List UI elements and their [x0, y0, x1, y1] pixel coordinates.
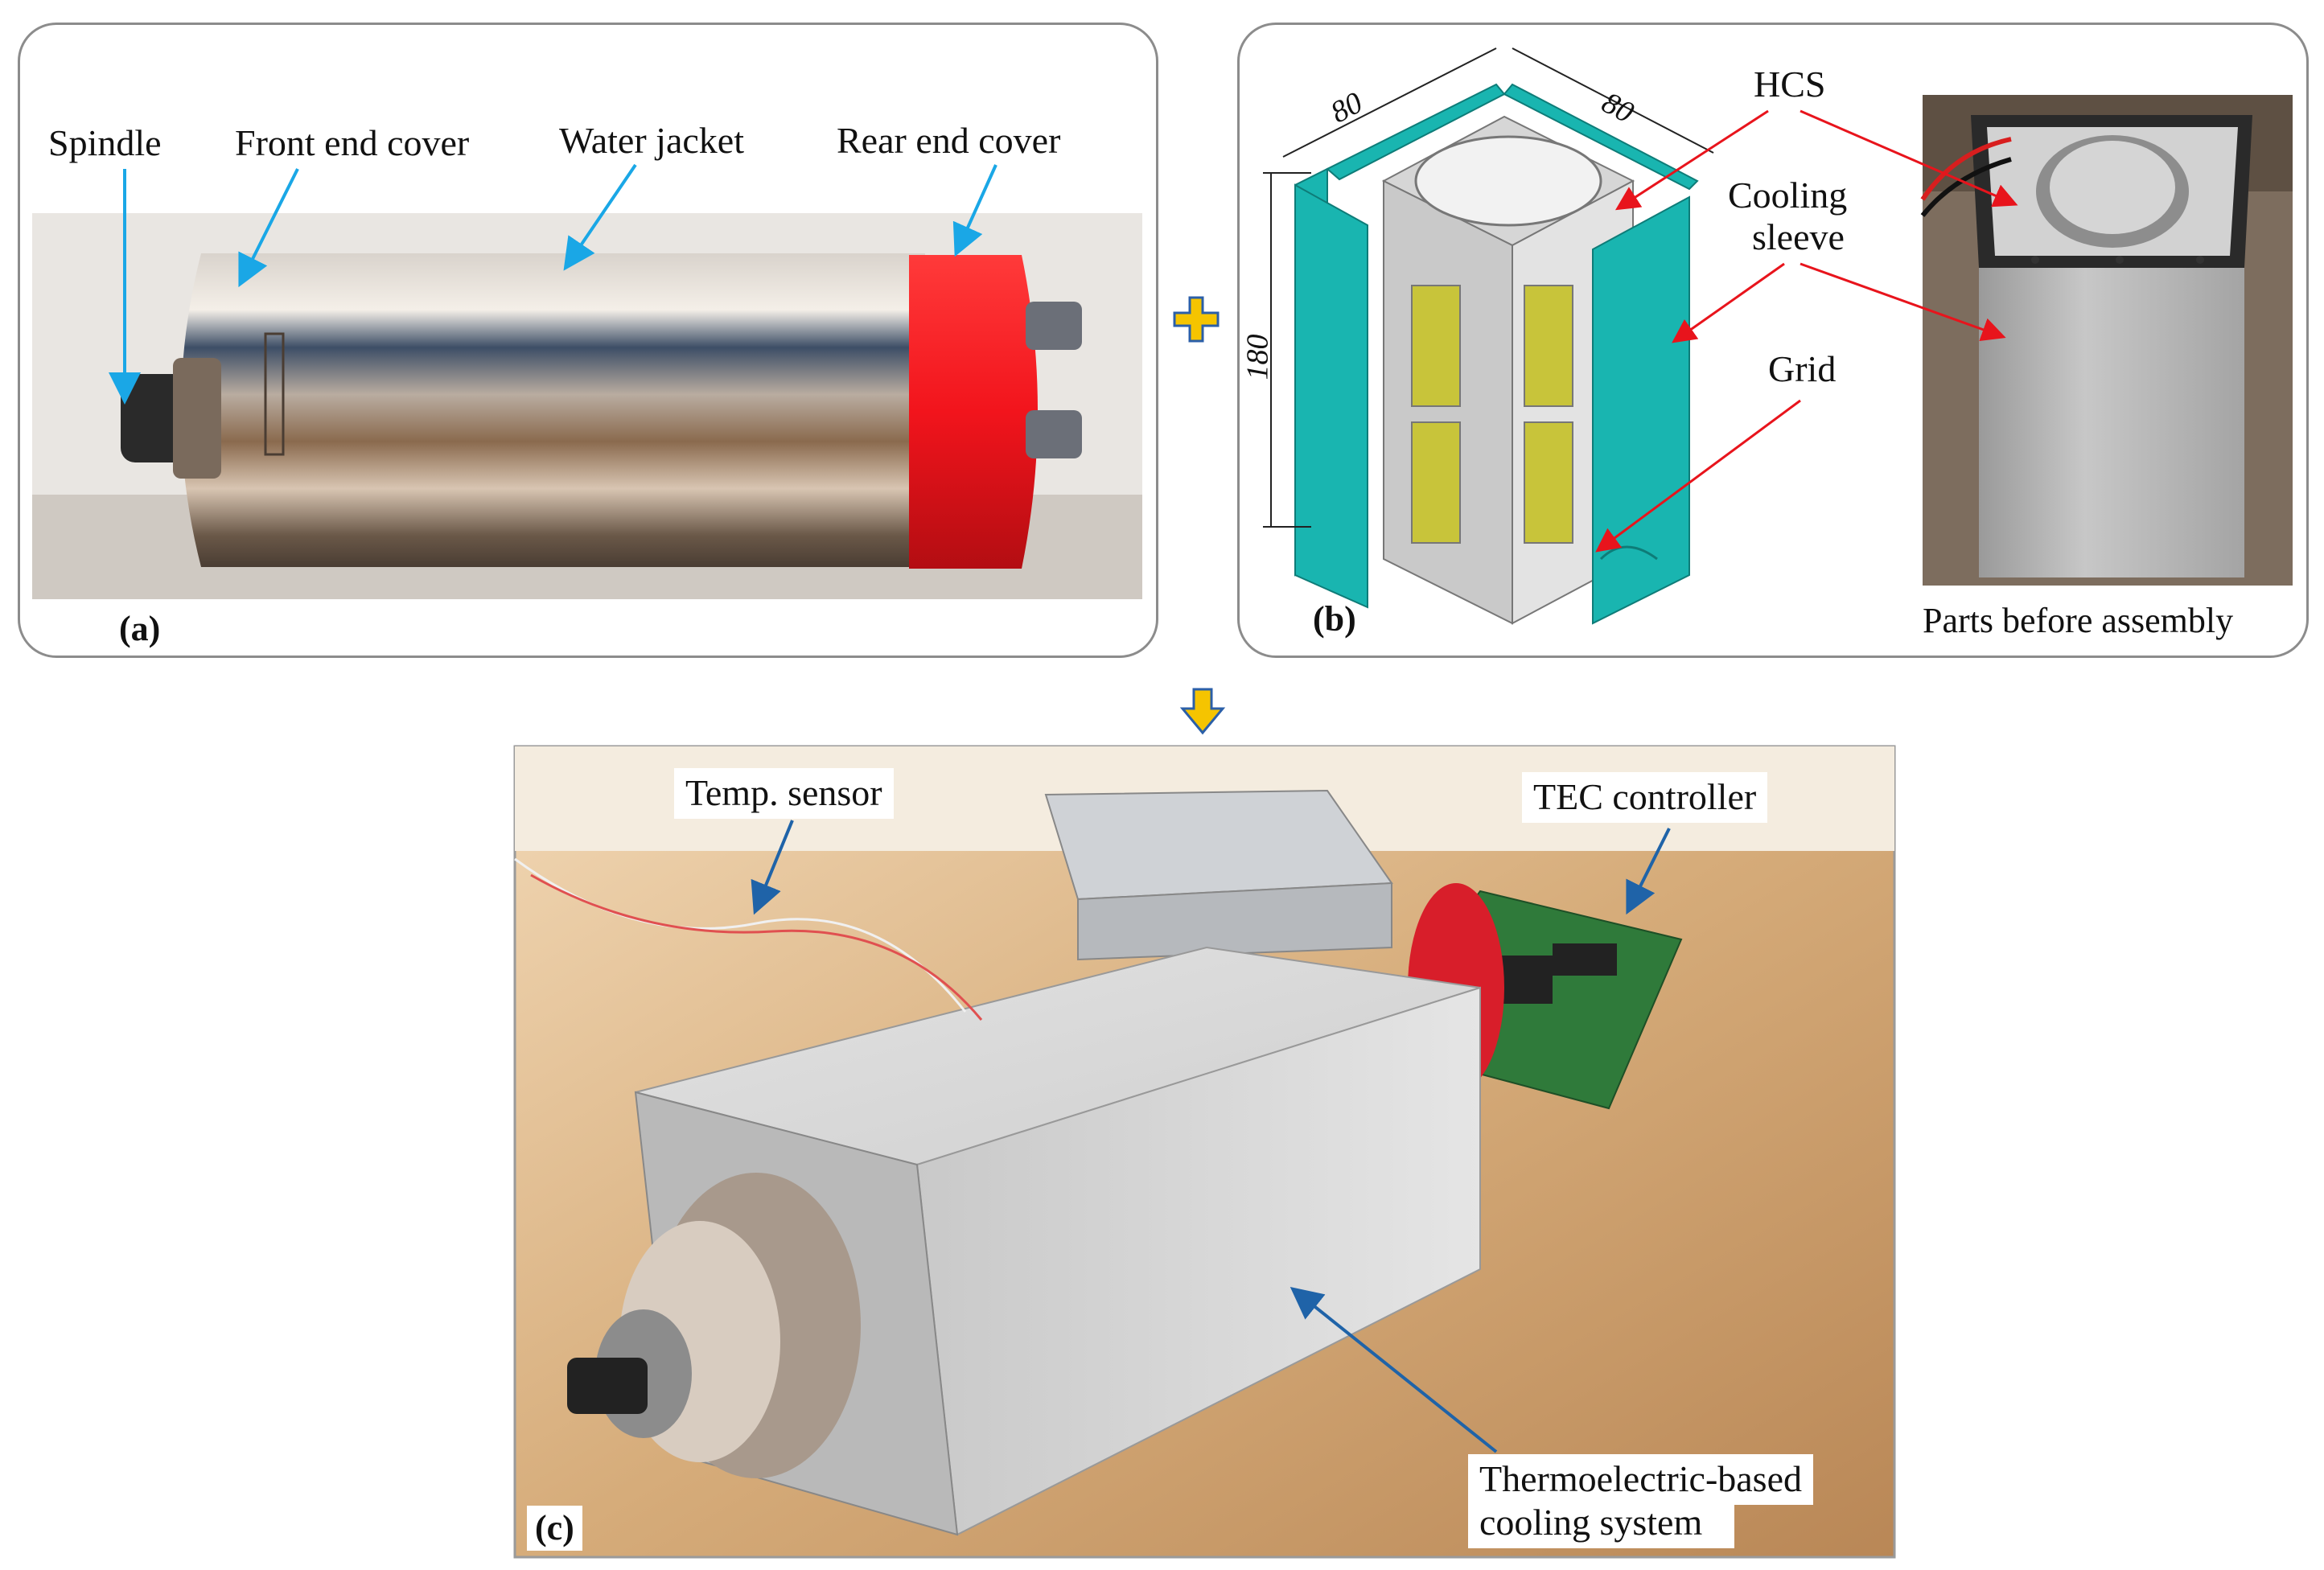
cooling-system-arrow — [1290, 1287, 1498, 1453]
assembly-photo — [513, 745, 1896, 1559]
down-arrow-icon — [1179, 688, 1226, 735]
hcs-label: HCS — [1754, 64, 1826, 105]
temp-sensor-label: Temp. sensor — [674, 768, 894, 819]
front-end-cover-label: Front end cover — [235, 122, 470, 163]
cooling-sleeve-arrow-left — [1672, 262, 1785, 343]
water-jacket-label: Water jacket — [559, 120, 744, 161]
cooling-sleeve-arrow-right — [1800, 262, 2006, 341]
cooling-system-label-line1: Thermoelectric-based — [1468, 1454, 1813, 1505]
hcs-arrow-left — [1614, 109, 1769, 211]
temp-sensor-arrow — [751, 820, 794, 915]
plus-icon — [1173, 296, 1220, 343]
rear-end-cover-arrow — [952, 164, 997, 257]
panel-b-tag: (b) — [1313, 599, 1356, 639]
panel-c-tag: (c) — [527, 1506, 582, 1551]
panel-b-arrows — [1595, 109, 2018, 553]
grid-label: Grid — [1768, 348, 1837, 389]
cooling-sleeve-label-line1: Cooling — [1728, 175, 1848, 216]
parts-before-assembly-caption: Parts before assembly — [1923, 601, 2234, 640]
spindle-photo — [32, 213, 1142, 599]
front-end-cover-arrow — [238, 168, 299, 288]
cooling-system-label-line2: cooling system — [1468, 1498, 1735, 1548]
hcs-arrow-right — [1800, 109, 2018, 208]
cooling-sleeve-label-line2: sleeve — [1752, 216, 1845, 257]
tec-controller-arrow — [1626, 828, 1671, 915]
panel-a-arrows — [109, 163, 997, 405]
rear-end-cover-label: Rear end cover — [837, 120, 1061, 161]
cooling-sleeve-drawing — [1263, 47, 1714, 625]
spindle-label: Spindle — [48, 122, 162, 163]
grid-arrow — [1595, 399, 1801, 553]
water-jacket-arrow — [563, 163, 637, 271]
panel-a-tag: (a) — [119, 609, 161, 648]
tec-controller-label: TEC controller — [1522, 772, 1768, 823]
